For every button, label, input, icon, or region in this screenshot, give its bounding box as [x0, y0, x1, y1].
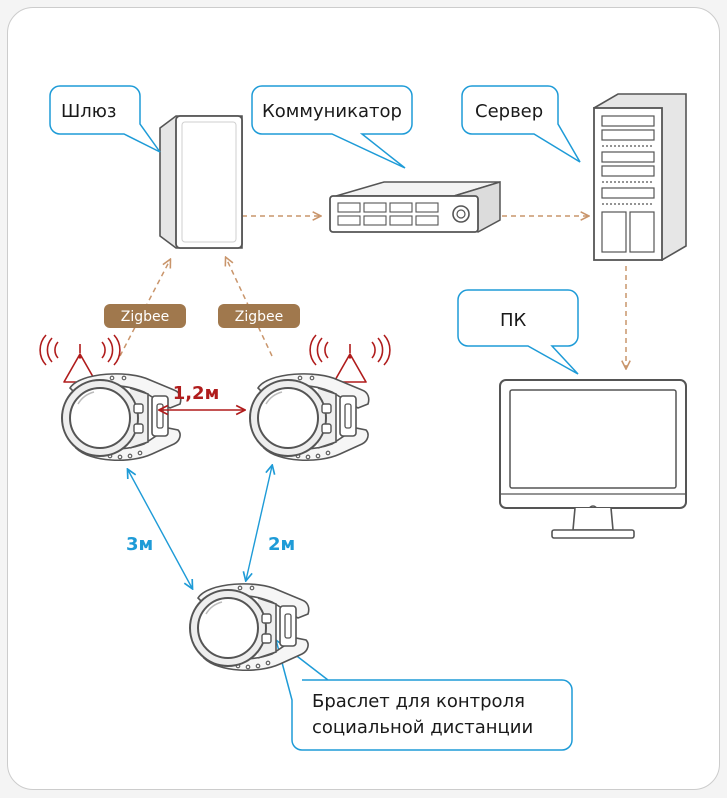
pc-monitor-icon: [499, 379, 687, 539]
distance-arrow-right: [246, 466, 272, 580]
callout-server: Сервер: [461, 85, 581, 163]
callout-bracelet: Браслет для контроля социальной дистанци…: [274, 638, 573, 751]
bracelet-watch-icon-right: [249, 372, 370, 462]
bracelet-watch-icon-left: [61, 372, 182, 462]
server-device-icon: [592, 93, 687, 262]
callout-communicator-label: Коммуникатор: [262, 101, 402, 122]
zigbee-tag-left: Zigbee: [104, 304, 186, 328]
communicator-device-icon: [329, 180, 501, 233]
zigbee-tag-left-label: Zigbee: [121, 309, 169, 325]
bracelet-watch-icon-bottom: [189, 582, 310, 672]
zigbee-tag-right-label: Zigbee: [235, 309, 283, 325]
distance-label-right: 2м: [268, 534, 295, 555]
callout-bracelet-line2: социальной дистанции: [312, 717, 533, 738]
callout-server-label: Сервер: [475, 101, 543, 122]
callout-gateway: Шлюз: [49, 85, 161, 153]
gateway-device-icon: [159, 115, 243, 249]
callout-pc: ПК: [457, 289, 579, 375]
zigbee-tag-right: Zigbee: [218, 304, 300, 328]
callout-bracelet-line1: Браслет для контроля: [312, 691, 525, 712]
distance-label-left: 3м: [126, 534, 153, 555]
distance-label-top: 1,2м: [173, 383, 220, 404]
callout-pc-label: ПК: [500, 310, 527, 331]
callout-gateway-label: Шлюз: [61, 101, 116, 122]
alert-warning-icon-right: [309, 334, 391, 383]
callout-communicator: Коммуникатор: [251, 85, 413, 169]
distance-arrow-left: [128, 470, 192, 588]
